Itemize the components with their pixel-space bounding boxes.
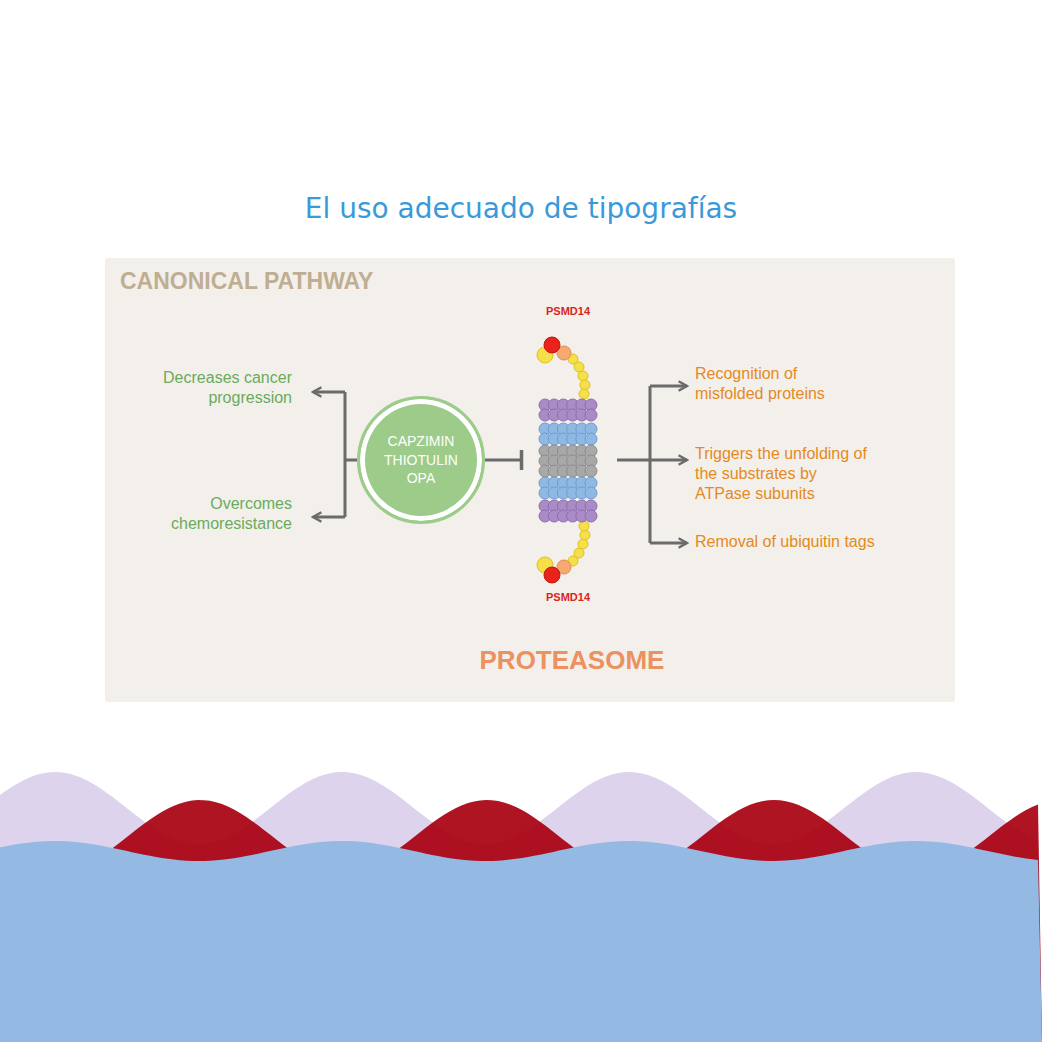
page-title: El uso adecuado de tipografías: [0, 192, 1042, 225]
bracket-arrow: [313, 516, 345, 519]
panel-heading: CANONICAL PATHWAY: [120, 268, 373, 295]
effect-note: Decreases cancer progression: [142, 368, 292, 408]
protein-subunit: [579, 521, 589, 531]
protein-subunit: [585, 433, 597, 445]
protein-subunit: [580, 530, 590, 540]
blue-wave: [0, 841, 1042, 1042]
pathway-panel: CAPZIMIN THIOTULIN OPAPSMD14PSMD14CANONI…: [105, 258, 955, 702]
bracket-arrow: [650, 459, 687, 462]
bracket-layer: [105, 258, 955, 702]
bracket-arrow: [344, 392, 347, 517]
figure-name: PROTEASOME: [472, 644, 672, 677]
proteasome-figure: PSMD14PSMD14: [523, 305, 613, 605]
bracket-arrow: [650, 542, 687, 545]
protein-subunit: [544, 567, 560, 583]
protein-subunit: [585, 487, 597, 499]
protein-subunit: [585, 510, 597, 522]
drug-names: CAPZIMIN THIOTULIN OPA: [376, 432, 466, 489]
protein-subunit: [579, 389, 589, 399]
effect-note: Overcomes chemoresistance: [142, 494, 292, 534]
connector-line: [485, 459, 523, 462]
protein-subunit: [585, 409, 597, 421]
protein-subunit: [574, 362, 584, 372]
proteasome-illustration: [523, 305, 613, 605]
bracket-arrow: [313, 391, 345, 394]
protein-subunit: [578, 539, 588, 549]
function-note: Triggers the unfolding of the substrates…: [695, 444, 875, 504]
red-wave: [0, 800, 1042, 1042]
bracket-arrow: [617, 459, 650, 462]
bracket-arrow: [345, 459, 357, 462]
bracket-arrow: [649, 386, 652, 543]
function-note: Recognition of misfolded proteins: [695, 364, 845, 404]
function-note: Removal of ubiquitin tags: [695, 532, 915, 552]
inhibition-bar: [520, 450, 524, 470]
inhibitor-circle: CAPZIMIN THIOTULIN OPA: [357, 396, 485, 524]
subunit-name: PSMD14: [523, 591, 613, 603]
protein-subunit: [574, 548, 584, 558]
lavender-wave: [0, 772, 1042, 1042]
inhibition-connector: [485, 450, 523, 470]
protein-subunit: [544, 337, 560, 353]
subunit-name: PSMD14: [523, 305, 613, 317]
protein-subunit: [578, 371, 588, 381]
bracket-arrow: [650, 385, 687, 388]
protein-subunit: [585, 465, 597, 477]
protein-subunit: [580, 380, 590, 390]
